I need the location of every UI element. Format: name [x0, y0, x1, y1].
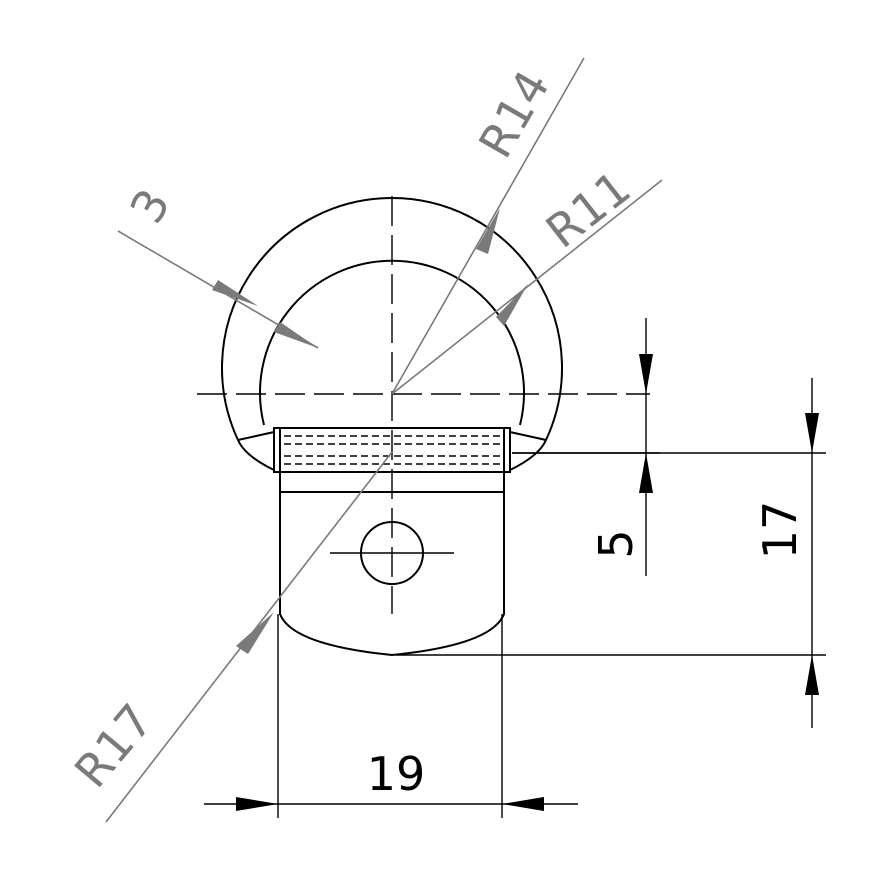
- height-small-label: 5: [589, 529, 643, 558]
- mounting-hole: [360, 521, 424, 585]
- ring-inner-arc: [259, 259, 525, 426]
- plate-outline: [279, 492, 505, 657]
- ring-right-join: [509, 431, 547, 441]
- thickness-arrowhead-inner: [274, 322, 318, 348]
- thickness-dimension: 3: [117, 180, 319, 349]
- r17-label: R17: [64, 694, 164, 798]
- thickness-arrowhead-outer: [212, 280, 258, 306]
- height-large-arrow-top: [805, 413, 819, 453]
- r11-arrowhead: [496, 284, 528, 326]
- width-label: 19: [367, 747, 426, 801]
- r17-dimension: R17: [64, 451, 393, 823]
- width-arrow-right: [502, 797, 544, 811]
- ring-left-join: [237, 431, 275, 441]
- bar-outline: [273, 427, 511, 473]
- r17-arrowhead: [236, 612, 274, 654]
- height-small-arrow-top: [639, 354, 653, 394]
- mounting-plate: [279, 472, 505, 657]
- r11-leader-line: [391, 179, 663, 395]
- height-large-arrow-bottom: [805, 655, 819, 695]
- ring-left-end: [237, 439, 275, 471]
- height-large-dimension: 17: [396, 378, 826, 728]
- d-ring: [221, 197, 563, 471]
- width-dimension: 19: [204, 614, 578, 818]
- r11-label: R11: [536, 160, 641, 258]
- ring-outer-arc: [221, 197, 563, 441]
- r11-dimension: R11: [391, 160, 663, 395]
- r14-label: R14: [468, 61, 560, 166]
- width-arrow-left: [236, 797, 278, 811]
- bar: [273, 427, 511, 473]
- r14-leader-line: [391, 57, 585, 395]
- r14-arrowhead: [476, 208, 500, 254]
- height-small-arrow-bottom: [639, 453, 653, 493]
- ring-right-end: [509, 439, 547, 471]
- thickness-label: 3: [119, 180, 180, 232]
- centerlines: [197, 196, 650, 614]
- height-small-dimension: 5: [512, 318, 660, 576]
- height-large-label: 17: [753, 501, 807, 560]
